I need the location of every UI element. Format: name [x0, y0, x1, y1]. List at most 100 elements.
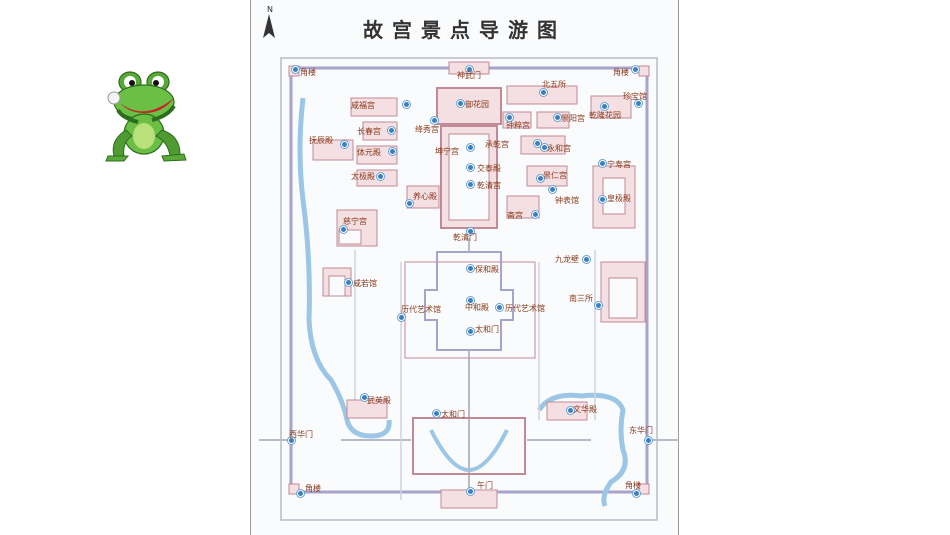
label-huangji-hall: 皇极殿	[607, 194, 631, 203]
outer-court-wall	[404, 261, 536, 359]
marker-northwest-tower[interactable]	[292, 66, 299, 73]
wuying-hall	[346, 399, 388, 419]
marker-zhai-palace[interactable]	[532, 211, 539, 218]
palace-map	[259, 14, 679, 521]
compass-north-label: N	[267, 5, 273, 14]
marker-qianlong-garden[interactable]	[601, 103, 608, 110]
label-art-gallery-east: 历代艺术馆	[505, 304, 545, 313]
label-southeast-tower: 角楼	[625, 481, 641, 490]
marker-jingren-palace[interactable]	[537, 175, 544, 182]
marker-meridian-gate[interactable]	[467, 488, 474, 495]
marker-jiangxiu-palace[interactable]	[431, 117, 438, 124]
label-qianlong-garden: 乾隆花园	[589, 111, 621, 120]
marker-southeast-tower[interactable]	[633, 490, 640, 497]
marker-taihe-hall-gate[interactable]	[467, 328, 474, 335]
marker-southwest-tower[interactable]	[297, 490, 304, 497]
label-kunning-palace: 坤宁宫	[435, 147, 459, 156]
marker-kunning-palace[interactable]	[467, 144, 474, 151]
marker-tiyuan-hall[interactable]	[389, 148, 396, 155]
marker-chengqian-palace[interactable]	[534, 140, 541, 147]
marker-yangxin-hall[interactable]	[406, 200, 413, 207]
label-yonghe-palace: 永和宫	[547, 144, 571, 153]
label-zhonghe-hall: 中和殿	[465, 303, 489, 312]
compass-arrow-icon	[263, 14, 275, 38]
label-imperial-garden: 御花园	[465, 100, 489, 109]
label-taihe-hall-gate: 太和门	[475, 325, 499, 334]
marker-zhongcui-palace[interactable]	[506, 114, 513, 121]
inner-roads	[354, 250, 596, 500]
marker-beiwusuo[interactable]	[540, 89, 547, 96]
label-beiwusuo: 北五所	[542, 80, 566, 89]
label-tiyuan-hall: 体元殿	[357, 148, 381, 157]
marker-wuying-hall[interactable]	[361, 394, 368, 401]
marker-jingyang-palace[interactable]	[554, 114, 561, 121]
label-chengqian-palace: 承乾宫	[485, 140, 509, 149]
outer-road	[280, 57, 658, 521]
label-qianqing-gate: 乾清门	[453, 233, 477, 242]
label-meridian-gate: 午门	[477, 481, 493, 490]
marker-changchun-palace[interactable]	[388, 127, 395, 134]
label-xihua-gate: 西华门	[289, 430, 313, 439]
marker-donghua-gate[interactable]	[645, 437, 652, 444]
marker-qianqing-palace[interactable]	[467, 181, 474, 188]
marker-art-gallery-east[interactable]	[496, 304, 503, 311]
label-wenhua-hall: 文华殿	[573, 405, 597, 414]
marker-yonghe-palace[interactable]	[541, 144, 548, 151]
label-ningshou-palace: 宁寿宫	[607, 160, 631, 169]
label-changchun-palace: 长春宫	[357, 127, 381, 136]
marker-fuchen-hall[interactable]	[341, 141, 348, 148]
east-stream	[536, 392, 628, 507]
label-jiangxiu-palace: 绛秀宫	[415, 125, 439, 134]
label-fuchen-hall: 抚辰殿	[309, 136, 333, 145]
marker-zhonghe-hall[interactable]	[467, 297, 474, 304]
marker-huangji-hall[interactable]	[599, 196, 606, 203]
label-treasure-gallery: 珍宝馆	[623, 92, 647, 101]
frog-illustration	[105, 71, 187, 162]
label-northwest-tower: 角楼	[300, 68, 316, 77]
map-title: 故宫景点导游图	[363, 18, 566, 42]
marker-imperial-garden[interactable]	[457, 100, 464, 107]
marker-wenhua-hall[interactable]	[567, 407, 574, 414]
label-jiaotai-hall: 交泰殿	[477, 164, 501, 173]
marker-treasure-gallery[interactable]	[635, 100, 642, 107]
marker-ningshou-palace[interactable]	[599, 160, 606, 167]
label-xianruo-hall: 咸若馆	[353, 279, 377, 288]
taihe-gate-courtyard	[412, 417, 526, 475]
marker-art-gallery-west[interactable]	[398, 314, 405, 321]
label-jingyang-palace: 景阳宫	[561, 114, 585, 123]
marker-northeast-tower[interactable]	[632, 66, 639, 73]
imperial-garden	[436, 87, 502, 125]
marker-shenwu-gate[interactable]	[466, 66, 473, 73]
label-wuying-hall: 武英殿	[367, 396, 391, 405]
marker-clock-gallery[interactable]	[549, 186, 556, 193]
marker-jiaotai-hall[interactable]	[467, 164, 474, 171]
label-shenwu-gate: 神武门	[457, 71, 481, 80]
frog-icon	[105, 71, 187, 162]
west-stream	[297, 97, 392, 439]
label-taiji-hall: 太极殿	[351, 172, 375, 181]
label-art-gallery-west: 历代艺术馆	[401, 305, 441, 314]
marker-xihua-gate[interactable]	[288, 437, 295, 444]
marker-xianruo-hall[interactable]	[345, 279, 352, 286]
label-donghua-gate: 东华门	[629, 426, 653, 435]
label-jingren-palace: 景仁宫	[543, 171, 567, 180]
marker-taiji-hall[interactable]	[377, 173, 384, 180]
marker-qianqing-gate[interactable]	[467, 228, 474, 235]
label-baohe-hall: 保和殿	[475, 265, 499, 274]
label-cining-palace: 慈宁宫	[343, 217, 367, 226]
label-clock-gallery: 钟表馆	[555, 196, 579, 205]
label-northeast-tower: 角楼	[613, 68, 629, 77]
marker-xianfu-palace[interactable]	[403, 101, 410, 108]
label-zhongcui-palace: 钟粹宫	[506, 121, 530, 130]
marker-baohe-hall[interactable]	[467, 265, 474, 272]
marker-taihe-gate[interactable]	[433, 410, 440, 417]
label-nine-dragon-wall: 九龙壁	[555, 255, 579, 264]
label-zhai-palace: 斋宫	[507, 211, 523, 220]
marker-cining-palace[interactable]	[340, 226, 347, 233]
label-xianfu-palace: 咸福宫	[351, 101, 375, 110]
west-palaces	[312, 97, 440, 297]
map-panel: 故宫景点导游图 N	[250, 0, 679, 535]
label-yangxin-hall: 养心殿	[413, 192, 437, 201]
marker-nine-dragon-wall[interactable]	[583, 256, 590, 263]
marker-nansansuo[interactable]	[595, 302, 602, 309]
